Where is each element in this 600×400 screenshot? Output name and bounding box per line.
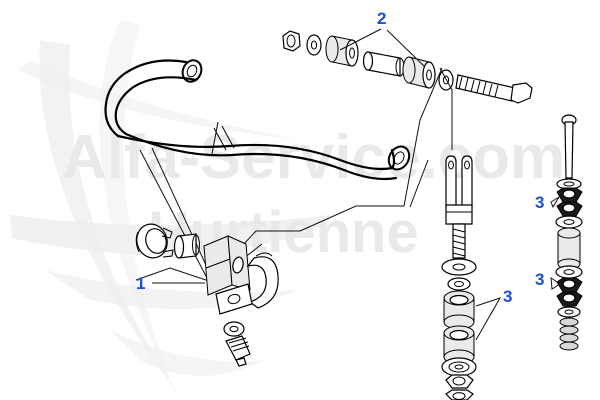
rubber-bushing-g2-left [325,35,359,67]
washer-group-1 [223,321,245,337]
stabilizer-bar [104,59,411,181]
callout-3b-label: 3 [535,270,544,289]
threaded-stem [452,223,466,259]
bolt-group-1 [225,335,251,367]
washer-dl-b [447,277,471,291]
u-bracket [215,252,279,315]
hex-nut-rc-3 [556,277,583,293]
hex-nut-rc-1 [556,187,583,203]
leader-lines-group-3-center [403,67,453,208]
group-3-drop-link [441,155,502,400]
hex-nut-rc-4 [556,291,583,307]
callout-labels: 1 2 3 3 3 [136,9,544,306]
hex-nut-g2 [282,30,301,52]
cup-washer-dl [441,357,477,377]
rubber-bushing-g2-right [402,56,436,89]
watermark-line-1: Alfa-Service.com [62,123,565,192]
callout-2-label: 2 [377,9,386,28]
hex-bolt-g2 [455,74,533,104]
metal-sleeve [173,233,200,259]
washer-rc-d [557,306,581,318]
coil-spring-rc [559,317,579,351]
washer-rc-b [555,215,583,229]
callout-3a-label: 3 [503,287,512,306]
washer-dl-a [441,258,477,276]
hex-nut-dl-2 [445,389,474,400]
clevis-fork [445,155,473,225]
group-3-right-column [550,114,583,351]
hex-nut-rc-2 [556,201,583,217]
callout-1-label: 1 [136,274,145,293]
spacer-sleeve-g2 [362,51,405,77]
group-1-bar-mount [135,223,279,367]
hex-nut-dl-1 [445,374,474,389]
spacer-sleeve-rc [557,227,581,270]
group-2-link-hardware [282,28,533,104]
rubber-bushing-dl-1 [443,290,475,330]
long-bolt-right [561,114,577,179]
clamp-ring [135,223,174,259]
rubber-bushing-block [203,235,251,296]
washer-rc-a [556,178,582,190]
washer-g2-a [306,34,322,56]
washer-rc-c [555,265,583,279]
callout-3c-label: 3 [535,193,544,212]
